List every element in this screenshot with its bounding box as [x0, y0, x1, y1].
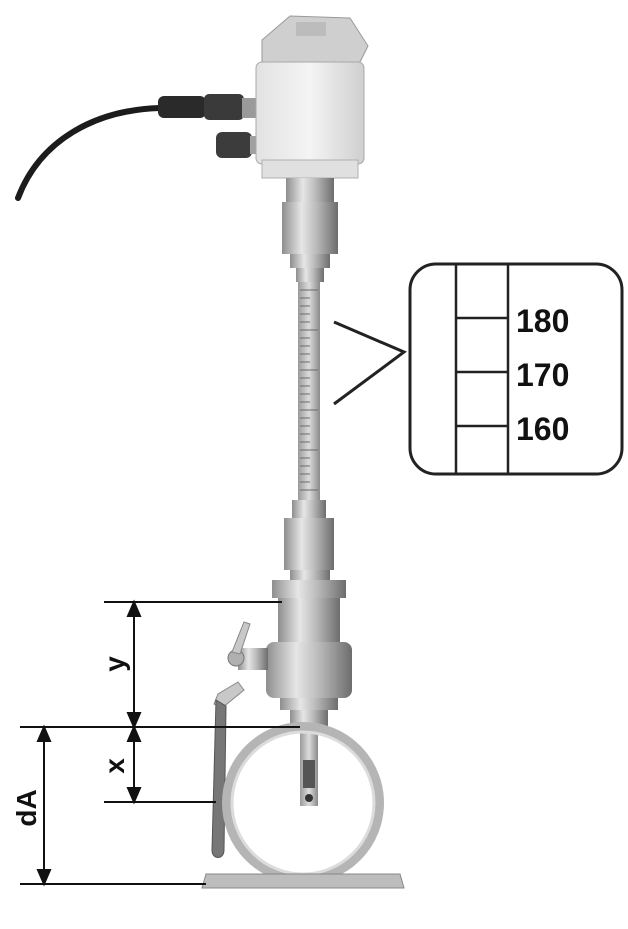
- probe-scale-ticks: [300, 289, 318, 491]
- probe-tip: [300, 726, 318, 806]
- sensor-cable: [15, 94, 256, 201]
- inset-pointer: [333, 320, 407, 406]
- sensor-housing: [255, 15, 369, 179]
- dimension-lines: [20, 599, 300, 887]
- scale-mark-160: 160: [516, 411, 569, 447]
- compression-fitting: [284, 500, 334, 580]
- dimension-x-label: x: [99, 758, 130, 774]
- ball-valve: [211, 580, 352, 858]
- inset-frame: [408, 262, 624, 476]
- probe-tube: [298, 282, 320, 500]
- side-connector: [216, 132, 260, 158]
- scale-mark-170: 170: [516, 357, 569, 393]
- upper-fitting: [282, 178, 338, 282]
- base-plate: [201, 873, 405, 889]
- dimension-da-label: dA: [11, 789, 42, 826]
- scale-mark-180: 180: [516, 303, 569, 339]
- scale-inset: 180 170 160: [333, 262, 624, 476]
- dimension-y-label: y: [99, 656, 130, 672]
